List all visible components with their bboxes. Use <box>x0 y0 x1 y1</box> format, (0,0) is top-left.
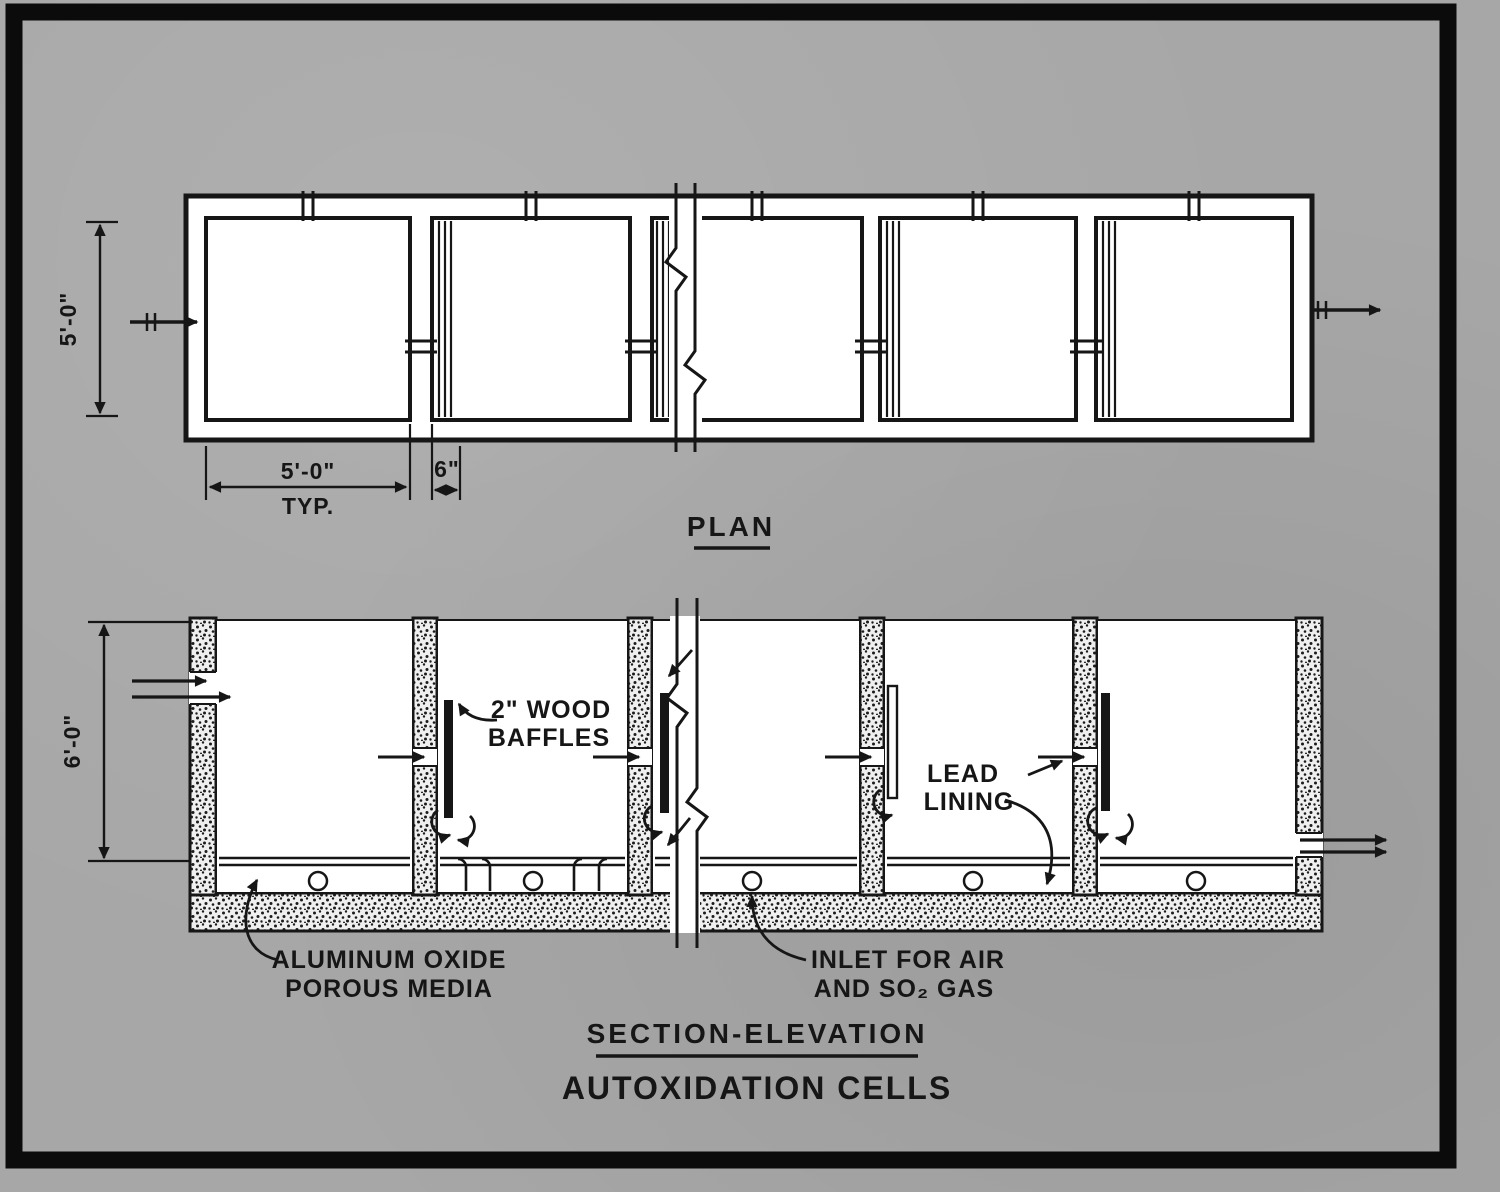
media-label-line2: POROUS MEDIA <box>285 975 493 1003</box>
section-cell <box>1096 619 1297 894</box>
plan-cell <box>430 216 632 422</box>
label-porous-media: ALUMINUM OXIDE POROUS MEDIA <box>244 878 507 1003</box>
label-lead-lining: LEAD LINING <box>924 759 1064 886</box>
plan-dim-cell-width: 5'-0" <box>281 458 336 484</box>
wood-baffle <box>886 684 899 800</box>
plan-dim-cell-width-note: TYP. <box>282 493 334 519</box>
baffles-label-line1: 2" WOOD <box>491 696 611 724</box>
inlet-label-line2: AND SO₂ GAS <box>814 975 994 1003</box>
plan-dim-wall: 6" <box>434 456 460 482</box>
plan-cell <box>878 216 1078 422</box>
plan-break-symbol <box>663 183 708 452</box>
label-wood-baffles: 2" WOOD BAFFLES <box>457 696 611 752</box>
plan-inlet-arrow <box>130 313 199 331</box>
media-leader-arrow <box>244 878 279 962</box>
section-outlet <box>1295 832 1388 858</box>
gas-port <box>1185 870 1207 892</box>
lead-label-line2: LINING <box>924 788 1015 816</box>
media-label-line1: ALUMINUM OXIDE <box>272 946 507 974</box>
baffles-leader-arrow <box>457 702 498 722</box>
plan-outlet-arrow <box>1310 301 1382 319</box>
section-inlet <box>132 671 232 705</box>
border-frame <box>5 3 1457 1169</box>
plan-top-pipe-ticks <box>301 191 1201 221</box>
plan-cell <box>1094 216 1294 422</box>
lead-label-line1: LEAD <box>927 760 999 788</box>
gas-inlet-ports <box>307 870 1207 892</box>
section-dim-height: 6'-0" <box>59 714 85 769</box>
baffle-flow-curls <box>430 788 1134 848</box>
section-title-group: SECTION-ELEVATION AUTOXIDATION CELLS <box>562 1018 952 1106</box>
plan-wall-openings <box>405 339 1102 354</box>
plan-cells <box>204 216 1294 422</box>
diffuser-pipes <box>457 857 608 891</box>
plan-view: 5'-0" 5'-0" TYP. 6" PLAN <box>55 183 1382 550</box>
plan-dim-height: 5'-0" <box>55 292 81 347</box>
label-gas-inlet: INLET FOR AIR AND SO₂ GAS <box>746 894 1005 1003</box>
baffles-label-line2: BAFFLES <box>488 724 610 752</box>
lead-leader-arrow <box>1027 759 1064 777</box>
gas-port <box>307 870 329 892</box>
section-title: SECTION-ELEVATION <box>587 1018 928 1049</box>
plan-dim-width-group: 5'-0" TYP. 6" <box>204 424 462 519</box>
inlet-leader-arrow <box>746 894 807 962</box>
section-dim-height-group: 6'-0" <box>59 620 190 863</box>
wood-baffle <box>444 700 453 818</box>
lead-leader-squiggle <box>1004 798 1056 886</box>
wood-baffle <box>660 693 669 813</box>
section-view: 6'-0" 2" WOOD BAFFLES LEAD LINING ALUMIN… <box>59 598 1388 1106</box>
gas-port <box>522 870 544 892</box>
gas-port <box>741 870 763 892</box>
gas-port <box>962 870 984 892</box>
plan-title: PLAN <box>687 511 775 542</box>
section-bottom-slab <box>188 891 1324 933</box>
section-break-symbol <box>664 598 710 948</box>
inlet-label-line1: INLET FOR AIR <box>811 946 1005 974</box>
drawing-title: AUTOXIDATION CELLS <box>562 1070 952 1106</box>
plan-cell <box>204 216 412 422</box>
section-wall <box>188 616 218 897</box>
wood-baffle <box>1101 693 1110 811</box>
plan-title-group: PLAN <box>687 511 775 550</box>
plan-dim-height-group: 5'-0" <box>55 220 118 418</box>
